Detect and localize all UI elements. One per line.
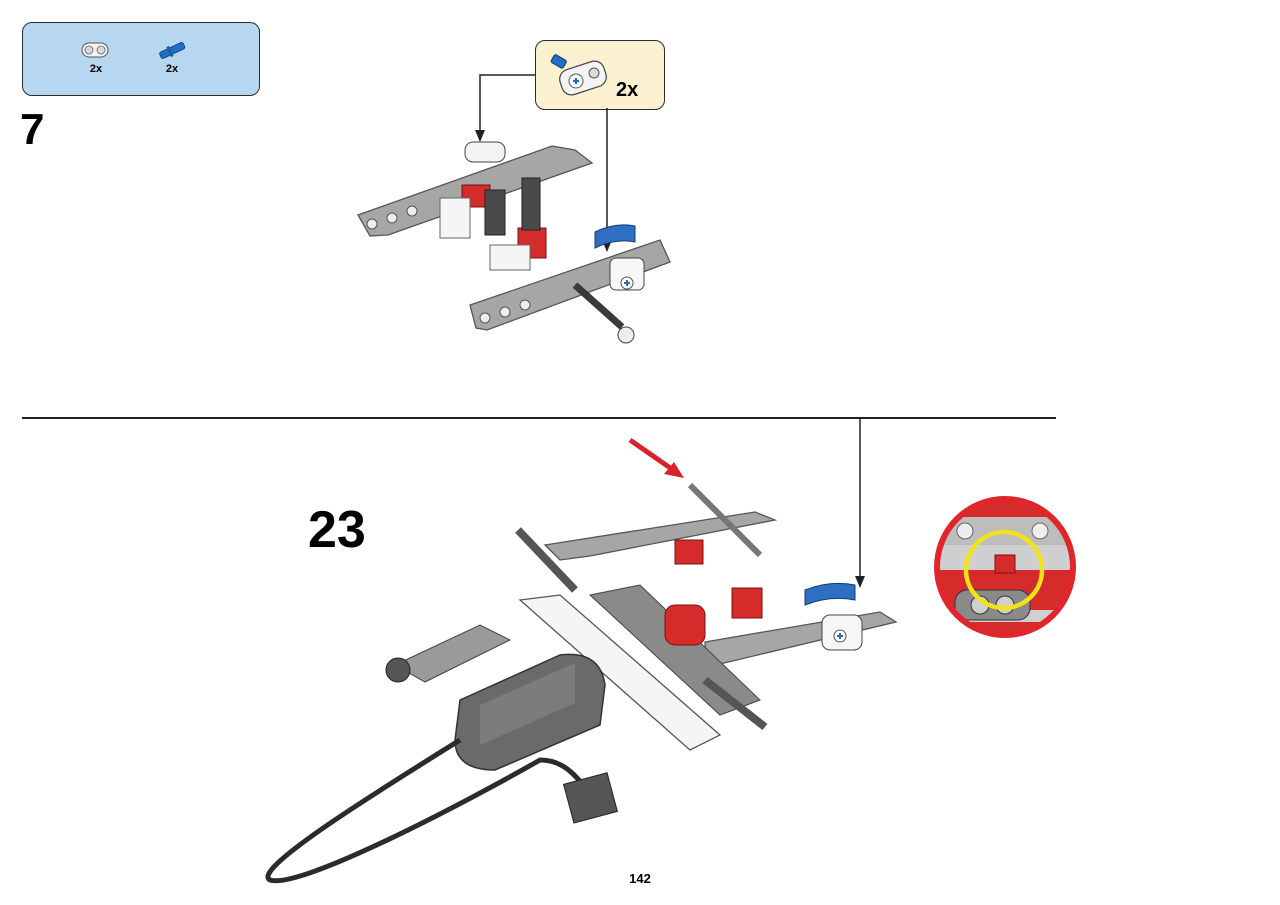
parts-list-box: 2x 2x xyxy=(22,22,260,96)
step-divider xyxy=(22,417,1056,419)
parts-item-blue-pin: 2x xyxy=(147,37,197,75)
main-model-illustration xyxy=(265,482,898,884)
white-connector-icon xyxy=(81,42,109,58)
zoom-detail-circle xyxy=(934,496,1076,638)
callout-box: 2x xyxy=(535,40,665,110)
parts-quantity: 2x xyxy=(89,63,103,75)
main-step-number: 23 xyxy=(308,501,366,559)
page-number: 142 xyxy=(629,871,651,886)
zoom-connector-line xyxy=(855,418,865,588)
sub-assembly-illustration xyxy=(357,141,671,344)
parts-item-white-connector: 2x xyxy=(71,37,121,75)
blue-pin-icon xyxy=(159,42,186,59)
parts-quantity: 2x xyxy=(165,63,179,75)
connector-with-pin-icon xyxy=(550,54,607,96)
callout-quantity: 2x xyxy=(616,79,639,101)
sub-step-number: 7 xyxy=(20,105,45,154)
red-insert-arrow xyxy=(628,437,684,478)
